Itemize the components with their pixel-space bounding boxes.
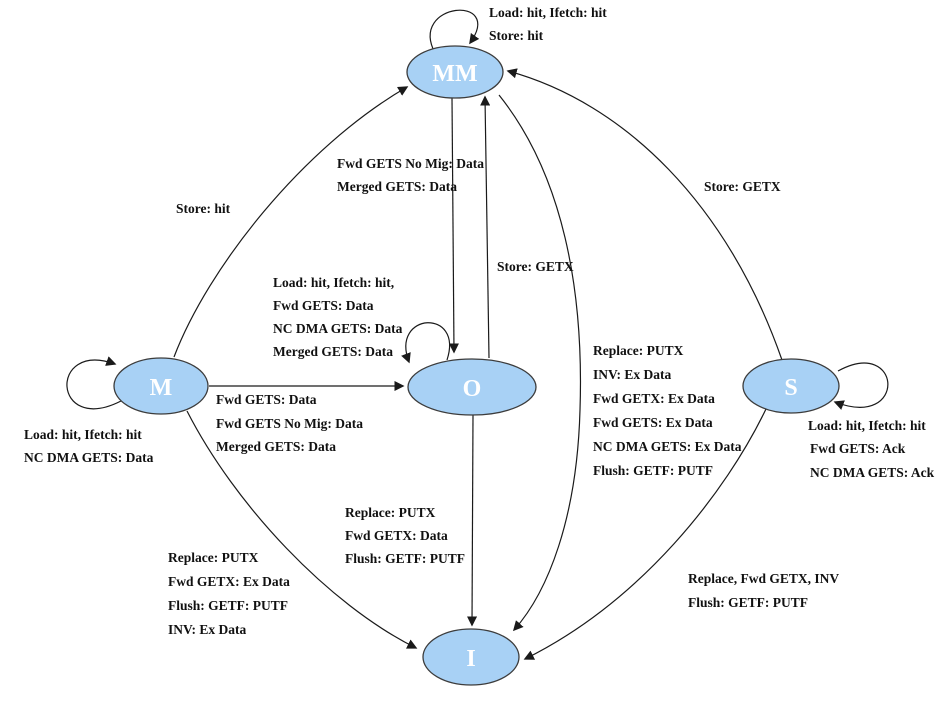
edge-label-o-self-4: Merged GETS: Data [273, 344, 393, 359]
state-o-label: O [463, 376, 482, 402]
edge-labels-layer: Load: hit, Ifetch: hit Store: hit Store:… [24, 5, 935, 637]
edge-label-o-to-i-3: Flush: GETF: PUTF [345, 551, 465, 566]
edge-o-self-loop [401, 322, 450, 364]
state-mm-ellipse [406, 45, 504, 99]
state-i-label: I [466, 646, 475, 672]
edge-label-mm-to-i-6: Flush: GETF: PUTF [593, 463, 713, 478]
edge-label-m-to-i-3: Flush: GETF: PUTF [168, 598, 288, 613]
edge-label-m-to-o-2: Fwd GETS No Mig: Data [216, 416, 363, 431]
state-i-ellipse [422, 628, 520, 686]
edge-label-m-to-i-2: Fwd GETX: Ex Data [168, 574, 290, 589]
state-m-label: M [150, 375, 173, 401]
edge-label-s-self-2: Fwd GETS: Ack [810, 441, 906, 456]
states-layer: MM M O S I [113, 45, 840, 686]
edge-label-s-self-1: Load: hit, Ifetch: hit [808, 418, 926, 433]
state-mm: MM [406, 45, 504, 99]
edge-label-m-self-2: NC DMA GETS: Data [24, 450, 154, 465]
state-o-ellipse [407, 358, 537, 416]
edge-o-to-mm [480, 95, 491, 359]
edge-label-o-to-i-2: Fwd GETX: Data [345, 528, 448, 543]
edge-label-mm-self-1: Load: hit, Ifetch: hit [489, 5, 607, 20]
edge-label-m-to-i-4: INV: Ex Data [168, 622, 247, 637]
edge-label-mm-self-2: Store: hit [489, 28, 544, 43]
state-mm-label: MM [432, 61, 477, 87]
edge-m-to-mm [173, 86, 409, 358]
edge-label-s-to-i-1: Replace, Fwd GETX, INV [688, 571, 839, 586]
edge-label-mm-to-i-5: NC DMA GETS: Ex Data [593, 439, 742, 454]
edge-s-to-mm [506, 68, 783, 361]
state-i: I [422, 628, 520, 686]
edge-mm-to-o [448, 97, 460, 354]
state-s-ellipse [742, 358, 840, 414]
edge-label-o-self-2: Fwd GETS: Data [273, 298, 374, 313]
edge-s-to-i [523, 408, 767, 660]
edge-label-mm-to-i-3: Fwd GETX: Ex Data [593, 391, 715, 406]
edges-layer [66, 9, 889, 660]
edge-label-o-self-1: Load: hit, Ifetch: hit, [273, 275, 394, 290]
edge-label-m-to-i-1: Replace: PUTX [168, 550, 259, 565]
state-m-ellipse [113, 357, 209, 415]
edge-label-s-to-i-2: Flush: GETF: PUTF [688, 595, 808, 610]
state-m: M [113, 357, 209, 415]
edge-m-self-loop [66, 356, 122, 410]
edge-label-mm-to-o-1: Fwd GETS No Mig: Data [337, 156, 484, 171]
edge-mm-to-i [498, 94, 582, 632]
edge-label-m-to-o-1: Fwd GETS: Data [216, 392, 317, 407]
state-s-label: S [784, 375, 797, 401]
edge-s-self-loop [833, 362, 889, 410]
edge-label-o-to-mm: Store: GETX [497, 259, 574, 274]
edge-label-o-to-i-1: Replace: PUTX [345, 505, 436, 520]
edge-label-mm-to-i-2: INV: Ex Data [593, 367, 672, 382]
edge-label-o-self-3: NC DMA GETS: Data [273, 321, 403, 336]
edge-label-s-self-3: NC DMA GETS: Ack [810, 465, 935, 480]
edge-label-m-to-mm: Store: hit [176, 201, 231, 216]
edge-label-m-to-o-3: Merged GETS: Data [216, 439, 336, 454]
edge-label-mm-to-i-1: Replace: PUTX [593, 343, 684, 358]
state-o: O [407, 358, 537, 416]
edge-label-mm-to-i-4: Fwd GETS: Ex Data [593, 415, 713, 430]
edge-label-s-to-mm: Store: GETX [704, 179, 781, 194]
state-s: S [742, 358, 840, 414]
edge-mm-self-loop [429, 9, 480, 54]
edge-label-m-self-1: Load: hit, Ifetch: hit [24, 427, 142, 442]
edge-o-to-i [466, 414, 478, 627]
edge-label-mm-to-o-2: Merged GETS: Data [337, 179, 457, 194]
edge-m-to-i [186, 410, 418, 649]
